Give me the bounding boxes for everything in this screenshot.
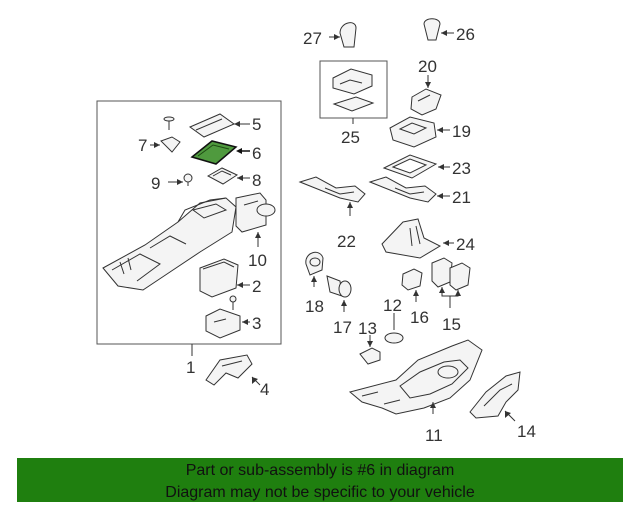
part-17-lighter[interactable]: [326, 275, 352, 298]
callout-16: 16: [410, 308, 429, 327]
part-3-bracket[interactable]: [205, 295, 241, 339]
callout-10: 10: [248, 251, 267, 270]
part-16-switch[interactable]: [401, 268, 423, 291]
part-14-side-panel[interactable]: [469, 371, 521, 419]
part-4-bracket[interactable]: [205, 354, 253, 386]
callout-17: 17: [333, 318, 352, 337]
callout-2: 2: [252, 277, 261, 296]
banner-line-2: Diagram may not be specific to your vehi…: [165, 484, 475, 501]
part-7-screw[interactable]: [163, 116, 175, 130]
info-banner: Part or sub-assembly is #6 in diagram Di…: [17, 458, 623, 502]
part-6-pad-highlighted[interactable]: [190, 140, 238, 165]
callout-20: 20: [418, 57, 437, 76]
part-19-housing[interactable]: [389, 116, 437, 148]
callout-5: 5: [252, 115, 261, 134]
part-10-cupholder[interactable]: [235, 192, 276, 233]
callout-15: 15: [442, 315, 461, 334]
part-7-clip[interactable]: [160, 136, 181, 153]
callout-23: 23: [452, 159, 471, 178]
part-13-switch[interactable]: [359, 347, 381, 365]
callout-4: 4: [260, 380, 269, 399]
part-26-knob[interactable]: [423, 18, 441, 41]
callout-18: 18: [305, 297, 324, 316]
callout-24: 24: [456, 235, 475, 254]
part-9-fastener[interactable]: [183, 173, 193, 186]
callout-21: 21: [452, 188, 471, 207]
banner-line-1: Part or sub-assembly is #6 in diagram: [185, 462, 455, 479]
part-12-cap[interactable]: [384, 332, 404, 344]
part-2-storage-bin[interactable]: [199, 258, 239, 298]
console-body[interactable]: [102, 197, 237, 291]
part-5-lid[interactable]: [188, 113, 236, 138]
part-20-bracket[interactable]: [410, 88, 442, 116]
callout-12: 12: [383, 296, 402, 315]
callout-25: 25: [341, 128, 360, 147]
callout-11: 11: [425, 426, 443, 445]
part-27-shift-knob[interactable]: [339, 22, 357, 48]
callout-14: 14: [517, 422, 536, 441]
callout-13: 13: [358, 319, 377, 338]
callout-arrowheads: [154, 30, 511, 418]
callout-26: 26: [456, 25, 475, 44]
part-22-trim-panel-left[interactable]: [298, 176, 366, 203]
part-24-shift-boot[interactable]: [381, 218, 442, 259]
callout-3: 3: [252, 314, 261, 333]
part-15-switch-pair[interactable]: [431, 257, 471, 291]
callout-6: 6: [252, 144, 261, 163]
callout-27: 27: [303, 29, 322, 48]
callout-7: 7: [138, 136, 147, 155]
part-25-shifter-assembly[interactable]: [332, 68, 375, 112]
callout-9: 9: [151, 174, 160, 193]
callout-22: 22: [337, 232, 356, 251]
part-23-trim-ring[interactable]: [382, 154, 438, 179]
callout-19: 19: [452, 122, 471, 141]
part-8-bracket[interactable]: [206, 167, 239, 185]
callout-1: 1: [186, 358, 195, 377]
assembly-1-box: [96, 100, 282, 345]
part-11-lower-console[interactable]: [348, 339, 483, 415]
callout-8: 8: [252, 171, 261, 190]
part-21-trim-panel-right[interactable]: [368, 176, 437, 203]
part-18-socket[interactable]: [305, 251, 324, 276]
